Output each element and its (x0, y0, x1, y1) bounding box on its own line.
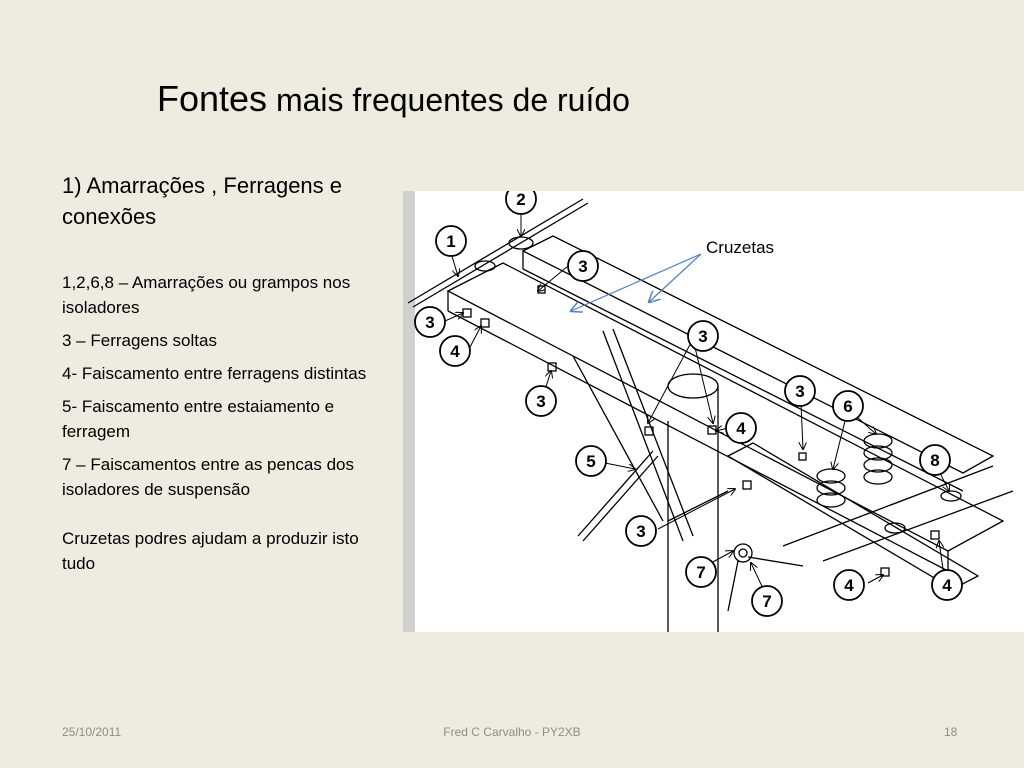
callout-label: 3 (698, 327, 707, 346)
cruzetas-label: Cruzetas (706, 238, 774, 257)
callout-label: 3 (795, 382, 804, 401)
footer-date: 25/10/2011 (62, 725, 122, 739)
callout-label: 3 (578, 257, 587, 276)
list-item: 7 – Faiscamentos entre as pencas dos iso… (62, 455, 354, 499)
list-item: 3 – Ferragens soltas (62, 331, 217, 350)
callout-label: 8 (930, 451, 939, 470)
page-number: 18 (944, 725, 958, 739)
slide-title: Fontes mais frequentes de ruído (157, 78, 630, 120)
title-rest: mais frequentes de ruído (267, 82, 630, 118)
annotation-arrow (649, 253, 702, 302)
callout-label: 4 (450, 342, 460, 361)
crossarm-diagram: 1 2 3 3 3 3 3 3 4 4 4 4 5 6 7 7 8 Cruzet… (403, 191, 1024, 632)
callout-label: 4 (942, 576, 952, 595)
title-word: Fontes (157, 78, 268, 119)
callout-label: 7 (762, 592, 771, 611)
callout-label: 3 (425, 313, 434, 332)
section-heading: 1) Amarrações , Ferragens e conexões (62, 173, 343, 229)
list-item: 5- Faiscamento entre estaiamento e ferra… (62, 397, 335, 441)
diagram-svg: 1 2 3 3 3 3 3 3 4 4 4 4 5 6 7 7 8 Cruzet… (403, 191, 1024, 632)
item-list: 1,2,6,8 – Amarrações ou grampos nos isol… (62, 270, 392, 584)
callout-label: 2 (516, 191, 525, 209)
callout-label: 6 (843, 397, 852, 416)
note-text: Cruzetas podres ajudam a produzir isto t… (62, 529, 359, 573)
callout-label: 4 (844, 576, 854, 595)
callout-label: 3 (536, 392, 545, 411)
callout-label: 3 (636, 522, 645, 541)
footer-author: Fred C Carvalho - PY2XB (443, 725, 581, 739)
callout-label: 7 (696, 563, 705, 582)
callout-label: 1 (446, 232, 455, 251)
annotation-arrow (571, 253, 702, 311)
callout-markers (414, 191, 963, 617)
list-item: 4- Faiscamento entre ferragens distintas (62, 364, 367, 383)
list-item: 1,2,6,8 – Amarrações ou grampos nos isol… (62, 273, 351, 317)
callout-label: 5 (586, 452, 595, 471)
callout-label: 4 (736, 419, 746, 438)
